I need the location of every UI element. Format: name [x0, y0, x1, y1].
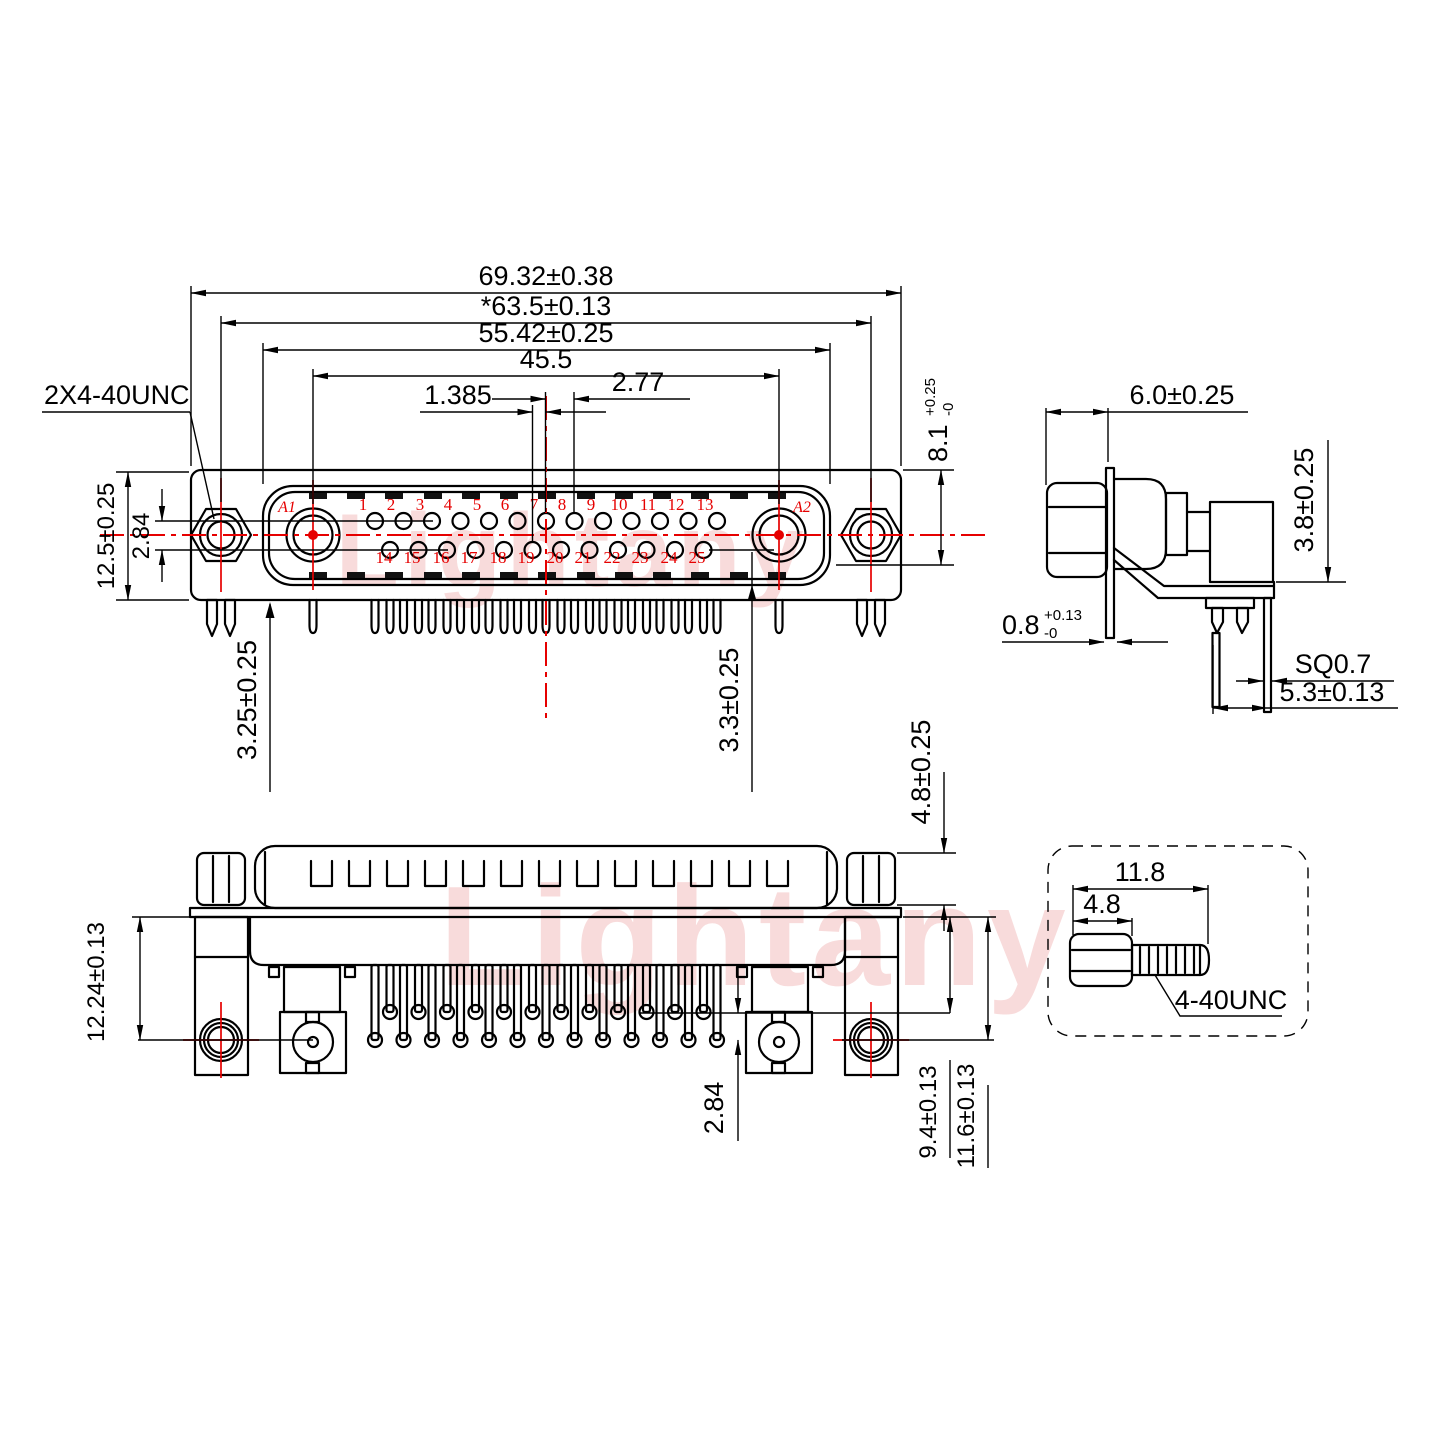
dim-left-standoff: 3.25±0.25	[232, 640, 262, 760]
dim-coax-span: 45.5	[520, 344, 573, 374]
dim-row-offset: 1.385	[424, 380, 492, 410]
dim-hex-length: 4.8	[1083, 889, 1121, 919]
dim-shell-width: 55.42±0.25	[479, 318, 614, 348]
svg-text:+0.25: +0.25	[922, 378, 939, 416]
pin-label: 18	[490, 548, 507, 567]
pin-label: 23	[632, 548, 649, 567]
dim-front-depth: 6.0±0.25	[1130, 380, 1235, 410]
detail-dimension-lines	[1072, 885, 1282, 1017]
dim-short-tail: 9.4±0.13	[915, 1065, 942, 1158]
dim-tail-setback: 3.8±0.25	[1289, 448, 1319, 553]
thread-callout: 2X4-40UNC	[44, 380, 190, 410]
pin-label: 1	[359, 495, 368, 514]
pin-label: 4	[444, 495, 453, 514]
pin-label: 8	[558, 495, 567, 514]
detail-view: 11.8 4.8 4-40UNC	[1047, 845, 1309, 1037]
pin-label: 16	[433, 548, 450, 567]
detail-boundary	[1047, 845, 1309, 1037]
dim-overall-width: 69.32±0.38	[479, 261, 614, 291]
pin-label: 10	[611, 495, 628, 514]
boardlock-feet	[205, 598, 887, 638]
pin-label: 22	[604, 548, 621, 567]
front-extension-lines	[116, 286, 954, 601]
pin-label: 7	[530, 495, 539, 514]
detail-thread-callout: 4-40UNC	[1175, 985, 1288, 1015]
front-view: 1 2 3 4 5 6 7 8 9 10 11 12 13 14 15 16 1…	[42, 261, 990, 792]
svg-text:0.8: 0.8	[1002, 610, 1040, 640]
pin-numbers-row2: 14 15 16 17 18 19 20 21 22 23 24 25	[376, 548, 706, 567]
bottom-view: 12.24±0.13 2.84 4.8±0.25 9.4±0.13 11.6±0…	[83, 720, 996, 1169]
pin-label: 24	[661, 548, 679, 567]
dim-mounting-span: *63.5±0.13	[481, 291, 611, 321]
dim-row-gap: 2.84	[128, 513, 155, 560]
pin-label: 9	[587, 495, 596, 514]
bottom-dimension-lines	[132, 772, 996, 1168]
svg-text:-0: -0	[940, 403, 957, 416]
pin-label: 11	[640, 495, 656, 514]
side-view: 6.0±0.25 3.8±0.25 0.8 +0.13 -0 SQ0.7 5.3…	[1002, 380, 1398, 714]
dim-flange-thickness: 0.8 +0.13 -0	[1002, 607, 1082, 642]
dim-bottom-row-gap: 2.84	[699, 1082, 729, 1135]
dim-pin-pitch: 2.77	[612, 367, 665, 397]
pin-label: 12	[668, 495, 685, 514]
pin-label: 15	[404, 548, 421, 567]
svg-text:+0.13: +0.13	[1044, 607, 1082, 624]
pin-label: 17	[461, 548, 479, 567]
dim-flange-height: 12.5±0.25	[93, 483, 120, 590]
pins-row1	[365, 511, 727, 531]
pin-label: 25	[689, 548, 706, 567]
dim-long-tail: 11.6±0.13	[953, 1064, 980, 1169]
pin-label: 19	[518, 548, 535, 567]
pin-label: 21	[575, 548, 592, 567]
pin-label: 2	[387, 495, 396, 514]
pin-label: 6	[501, 495, 510, 514]
svg-text:-0: -0	[1044, 625, 1057, 642]
pin-label: 20	[547, 548, 564, 567]
pin-label: 5	[473, 495, 482, 514]
coax-a1-label: A1	[277, 499, 296, 516]
pin-label: 3	[416, 495, 425, 514]
pin-label: 13	[697, 495, 714, 514]
dim-right-standoff: 3.3±0.25	[714, 648, 744, 753]
front-dimension-lines	[42, 289, 945, 792]
screw-body	[1068, 932, 1211, 988]
dim-bracket-depth: 12.24±0.13	[83, 922, 110, 1042]
svg-text:8.1: 8.1	[923, 424, 953, 462]
side-dimension-lines	[1002, 408, 1398, 714]
dim-shell-height: 8.1 +0.25 -0	[922, 378, 957, 462]
pin-numbers-row1: 1 2 3 4 5 6 7 8 9 10 11 12 13	[359, 495, 714, 514]
side-body	[1045, 466, 1276, 714]
pin-label: 14	[376, 548, 394, 567]
dim-pin-section: SQ0.7	[1295, 649, 1372, 679]
dim-nut-height: 4.8±0.25	[906, 720, 936, 825]
coax-a2-label: A2	[792, 499, 811, 516]
dim-screw-length: 11.8	[1115, 857, 1166, 887]
dim-tail-length: 5.3±0.13	[1280, 677, 1385, 707]
watermark-bottom: Lightany	[439, 857, 1071, 1016]
